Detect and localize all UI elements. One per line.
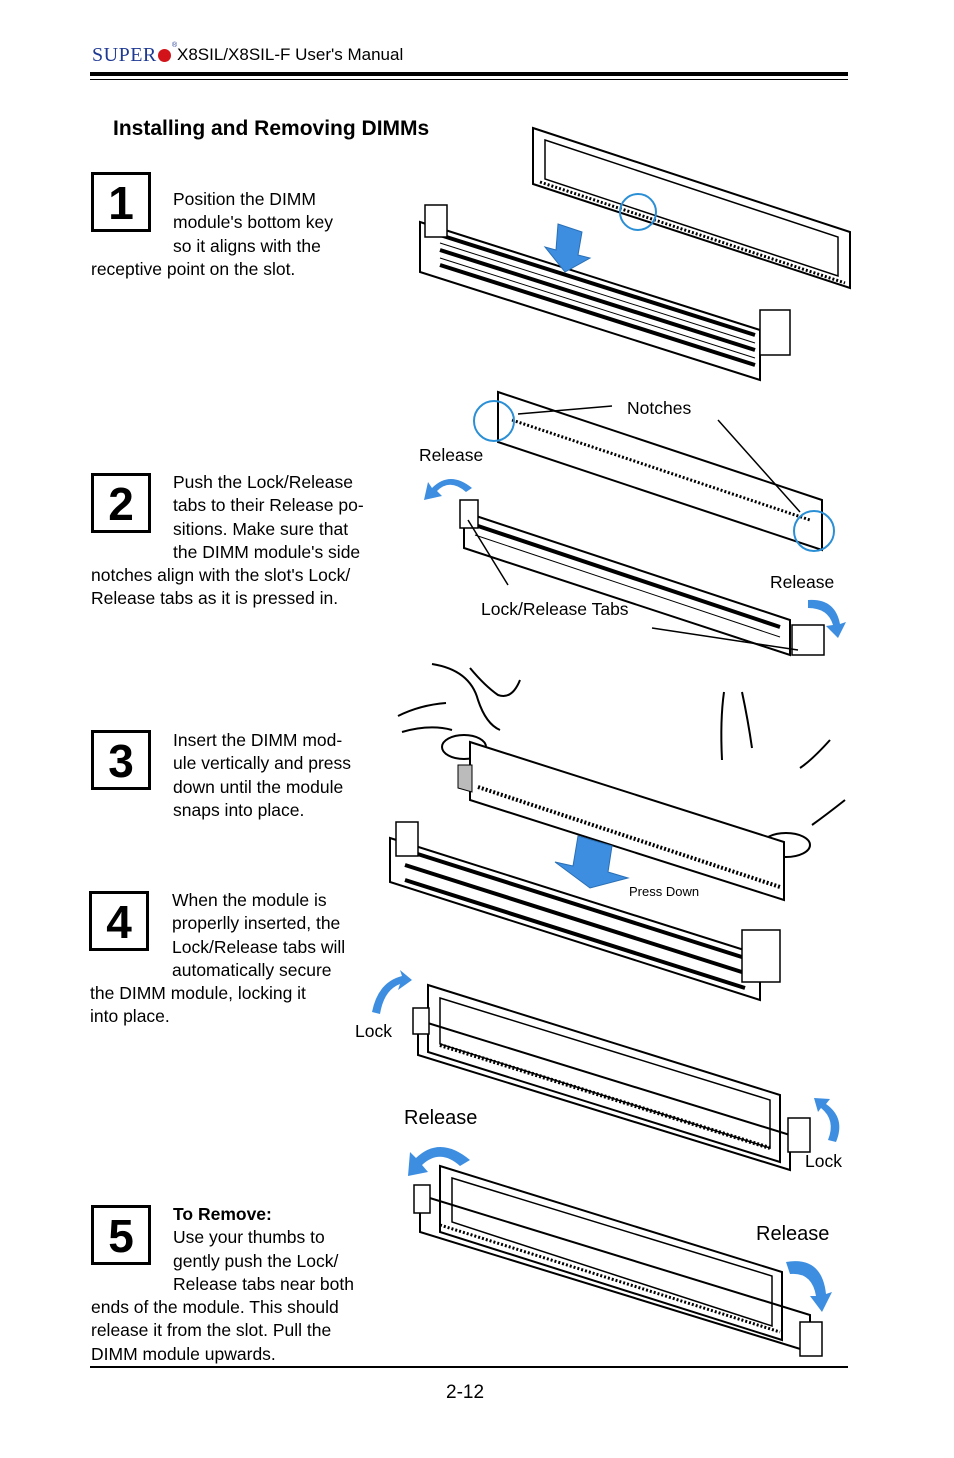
step4-line: the DIMM module, locking it xyxy=(90,983,306,1004)
notches-leader-left xyxy=(517,405,613,415)
step1-down-arrow-icon xyxy=(543,223,592,273)
step5-line: ends of the module. This should xyxy=(91,1297,339,1318)
step1-key-highlight xyxy=(619,193,657,231)
label-lock-step4-left: Lock xyxy=(355,1021,392,1041)
header-rule-thin xyxy=(90,79,848,80)
step2-release-arrow-left-icon xyxy=(424,479,472,500)
step2-line: Release tabs as it is pressed in. xyxy=(91,588,339,609)
step5-dimm-removing xyxy=(413,1164,823,1357)
step5-line: Use your thumbs to xyxy=(173,1227,325,1248)
step2-line: the DIMM module's side xyxy=(173,541,361,562)
step4-line: When the module is xyxy=(172,890,327,910)
registered-mark: ® xyxy=(172,42,178,49)
step3-slots xyxy=(389,821,781,1002)
step3-dimm-module xyxy=(457,740,785,902)
step4-line: Lock/Release tabs will xyxy=(172,936,346,957)
step-number-2: 2 xyxy=(91,473,151,533)
step4-line: automatically secure xyxy=(172,959,332,980)
step3-line: snaps into place. xyxy=(173,799,305,820)
step-number-3: 3 xyxy=(91,730,151,790)
step2-slot xyxy=(459,499,825,657)
section-title: Installing and Removing DIMMs xyxy=(113,117,430,140)
manual-title: X8SIL/X8SIL-F User's Manual xyxy=(177,45,404,64)
label-release-step2-right: Release xyxy=(770,572,835,592)
step3-line: down until the module xyxy=(173,776,344,797)
label-release-step5-left: Release xyxy=(404,1107,478,1129)
tabs-leader-right xyxy=(651,627,799,651)
step2-line: sitions. Make sure that xyxy=(173,518,349,539)
label-release-step2-left: Release xyxy=(419,445,484,465)
step5-line: release it from the slot. Pull the xyxy=(91,1320,332,1341)
step1-line: Position the DIMM xyxy=(173,189,316,209)
step1-line: receptive point on the slot. xyxy=(91,258,296,279)
step-number-1: 1 xyxy=(91,172,151,232)
step5-heading: To Remove: xyxy=(173,1204,272,1224)
step1-line: so it aligns with the xyxy=(173,235,321,256)
step1-text: Position the DIMM module's bottom key so… xyxy=(91,188,391,281)
page-number: 2-12 xyxy=(446,1382,485,1403)
label-release-step5-right: Release xyxy=(756,1223,830,1245)
step3-press-down-arrow-icon xyxy=(554,835,630,889)
brand-logo-text: SUPER xyxy=(92,44,157,66)
step-number-4: 4 xyxy=(89,891,149,951)
step4-lock-arrow-left-icon xyxy=(372,970,412,1014)
step2-release-arrow-right-icon xyxy=(808,599,846,638)
step3-line: Insert the DIMM mod- xyxy=(173,730,343,750)
step5-release-arrow-right-icon xyxy=(786,1261,832,1312)
step4-line: into place. xyxy=(90,1006,170,1027)
step2-notch-highlight-right xyxy=(793,510,835,552)
step2-text: Push the Lock/Release tabs to their Rele… xyxy=(91,471,411,611)
tabs-leader-left xyxy=(467,519,509,586)
step2-line: Push the Lock/Release xyxy=(173,472,353,492)
header-rule-thick xyxy=(90,72,848,76)
notches-leader-right xyxy=(717,419,801,513)
step3-line: ule vertically and press xyxy=(173,753,351,774)
step5-line: Release tabs near both xyxy=(173,1273,354,1294)
step5-text: To Remove: Use your thumbs to gently pus… xyxy=(91,1203,411,1366)
step4-line: properlly inserted, the xyxy=(172,913,341,934)
step5-line: DIMM module upwards. xyxy=(91,1343,276,1364)
step2-line: notches align with the slot's Lock/ xyxy=(91,565,351,586)
brand-dot-icon xyxy=(158,49,171,62)
step4-dimm-installed xyxy=(412,983,811,1172)
label-press-down: Press Down xyxy=(629,884,700,899)
label-lock-release-tabs: Lock/Release Tabs xyxy=(481,599,629,619)
step4-text: When the module is properlly inserted, t… xyxy=(90,889,390,1029)
step5-line: gently push the Lock/ xyxy=(173,1250,339,1271)
step2-notch-highlight-left xyxy=(473,400,515,442)
label-notches: Notches xyxy=(627,398,692,418)
step1-slots xyxy=(419,204,791,382)
step5-release-arrow-left-icon xyxy=(408,1146,470,1176)
footer-rule xyxy=(90,1366,848,1368)
step4-lock-arrow-right-icon xyxy=(814,1098,840,1142)
step2-line: tabs to their Release po- xyxy=(173,495,364,516)
label-lock-step4-right: Lock xyxy=(805,1151,842,1171)
step-number-5: 5 xyxy=(91,1205,151,1265)
step1-line: module's bottom key xyxy=(173,212,333,233)
step3-text: Insert the DIMM mod- ule vertically and … xyxy=(91,729,401,822)
step1-dimm-module xyxy=(532,126,851,290)
